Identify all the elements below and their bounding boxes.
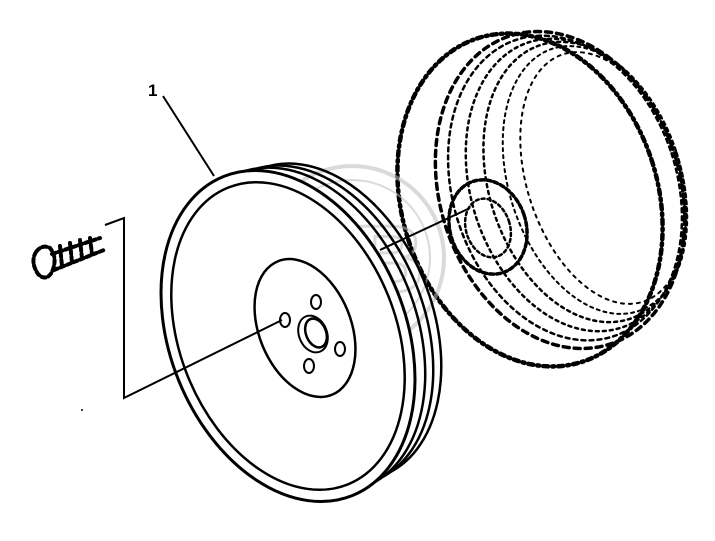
main-pulley [159, 162, 443, 503]
phantom-hub-inner [463, 197, 513, 259]
stray-dot [81, 409, 83, 411]
phantom-groove-3 [482, 40, 688, 324]
pulley-front-face [159, 169, 417, 503]
phantom-hub [447, 178, 529, 276]
bolt-leader-line [104, 216, 283, 400]
callout-1-label: 1 [148, 81, 157, 100]
pulley-bolt-hole-4 [303, 358, 315, 374]
bolt [31, 236, 106, 280]
phantom-groove-2 [464, 37, 686, 333]
phantom-groove-4 [501, 45, 689, 315]
pulley-front-inner-ring [170, 180, 406, 492]
bolt-axis-line [379, 207, 471, 251]
callout-leader-1 [162, 95, 215, 177]
phantom-rim-front [395, 31, 665, 369]
phantom-groove-5 [519, 51, 687, 305]
bolt-head [31, 244, 57, 280]
pulley-hub [253, 257, 357, 399]
pulley-bolt-hole-3 [334, 341, 346, 357]
pulley-bolt-hole-1 [310, 294, 322, 310]
leader-lines [104, 95, 471, 400]
bolt-shank [50, 236, 106, 272]
phantom-pulley [395, 29, 689, 369]
pulley-center-bore-rim [297, 314, 329, 354]
phantom-groove-1 [446, 34, 684, 342]
